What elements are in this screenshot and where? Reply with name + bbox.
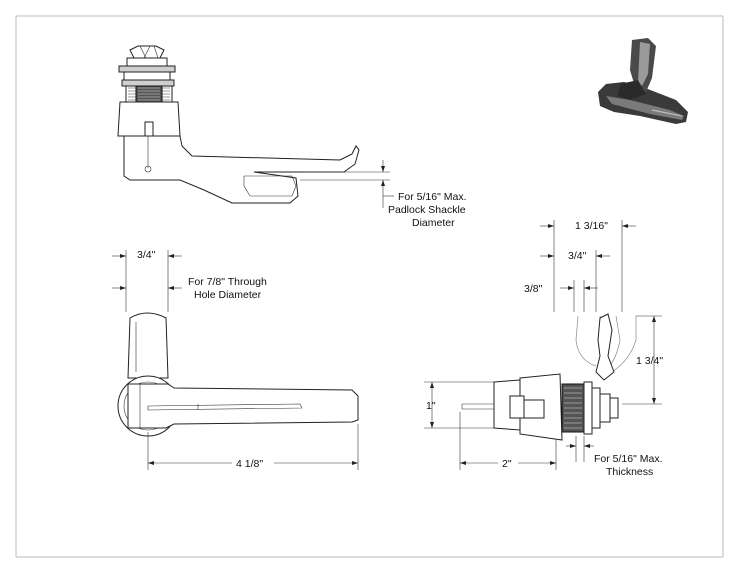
top-view: For 5/16" Max. Padlock Shackle Diameter bbox=[117, 45, 467, 229]
top-view-slot bbox=[144, 121, 154, 137]
thickness-note-line2: Thickness bbox=[606, 466, 653, 478]
width-dim-lines bbox=[112, 250, 182, 312]
mid-dim-label: 3/4" bbox=[568, 250, 587, 262]
padlock-dim-lines bbox=[300, 160, 394, 208]
thickness-note-line1: For 5/16" Max. bbox=[594, 453, 663, 465]
thickness-dim-lines bbox=[566, 436, 594, 462]
small-dim-label: 3/8" bbox=[524, 283, 543, 295]
front-view-grip bbox=[127, 312, 169, 379]
padlock-note-line3: Diameter bbox=[412, 217, 455, 229]
width-dim-label: 3/4" bbox=[137, 249, 156, 261]
top-view-nut bbox=[118, 45, 176, 87]
front-view: 3/4" For 7/8" Through Hole Diameter 4 1/… bbox=[112, 249, 359, 470]
lever-latch-photo bbox=[598, 38, 688, 124]
left-height-dim-label: 1" bbox=[426, 400, 436, 412]
side-view: 1 3/16" 3/4" 3/8" bbox=[424, 220, 663, 478]
hole-note-line2: Hole Diameter bbox=[194, 289, 262, 301]
side-view-top-dims bbox=[540, 220, 636, 312]
overall-dim-label: 1 3/16" bbox=[575, 220, 608, 232]
height-dim-lines bbox=[622, 315, 662, 405]
length-dim-label: 4 1/8" bbox=[236, 458, 263, 470]
padlock-hole bbox=[243, 175, 297, 197]
length-dim-bg bbox=[232, 456, 274, 470]
left-height-dim-lines bbox=[424, 381, 494, 429]
top-view-thread bbox=[125, 85, 173, 103]
sheet-border bbox=[15, 15, 724, 558]
height-dim-label: 1 3/4" bbox=[636, 355, 663, 367]
depth-dim-label: 2" bbox=[502, 458, 512, 470]
front-view-arm bbox=[127, 383, 359, 429]
padlock-note-line1: For 5/16" Max. bbox=[398, 191, 467, 203]
side-view-handle bbox=[595, 313, 615, 381]
padlock-note-line2: Padlock Shackle bbox=[388, 204, 466, 216]
side-view-body bbox=[461, 373, 619, 441]
top-view-lever bbox=[123, 135, 360, 204]
hole-note-line1: For 7/8" Through bbox=[188, 276, 267, 288]
depth-dim-bg bbox=[498, 456, 518, 470]
